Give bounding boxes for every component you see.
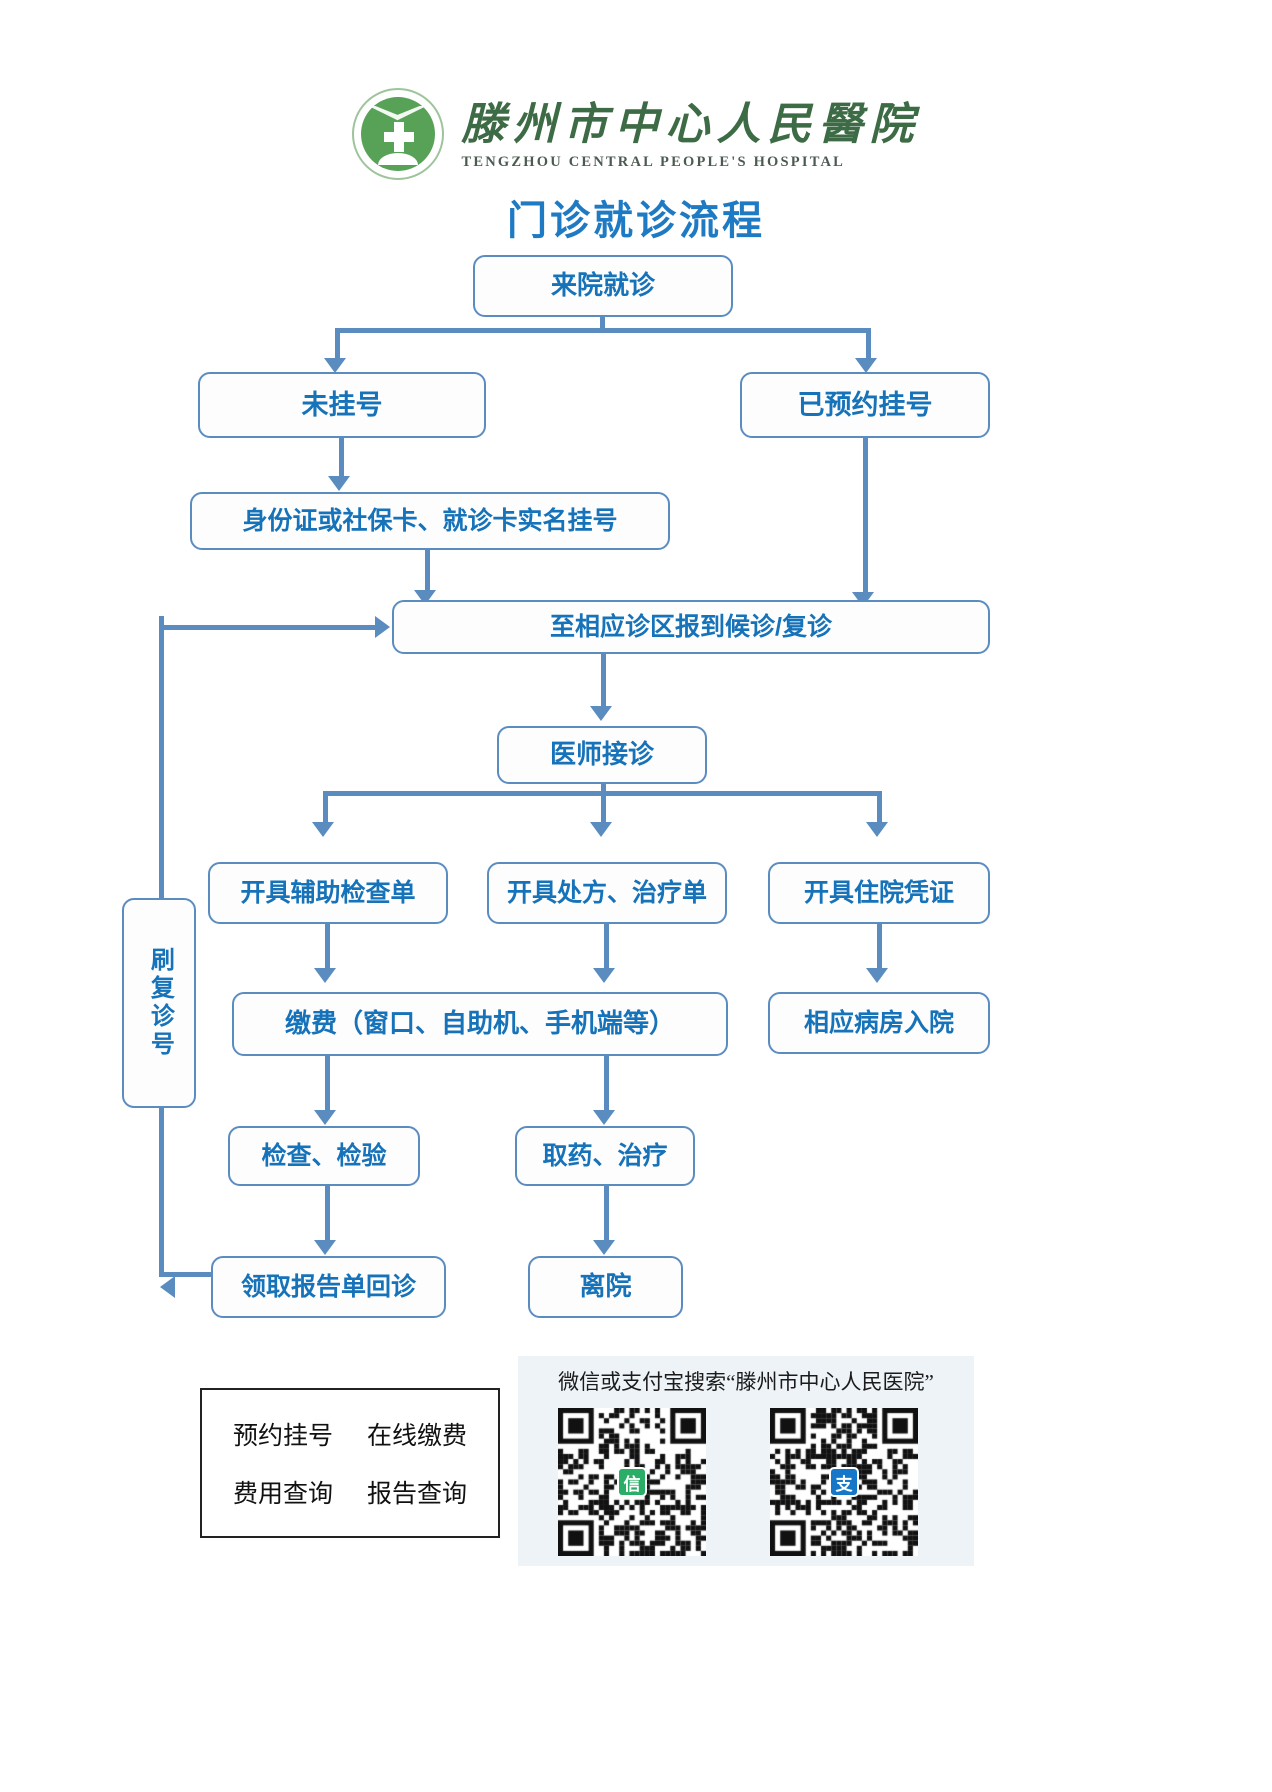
connector-to-prescription: [601, 791, 606, 825]
node-medicine[interactable]: 取药、治疗: [515, 1126, 695, 1186]
node-report-clinic[interactable]: 至相应诊区报到候诊/复诊: [392, 600, 990, 654]
wechat-icon: 信: [617, 1467, 647, 1497]
arrow-exam-to-report: [314, 1240, 336, 1255]
qr-caption: 微信或支付宝搜索“滕州市中心人民医院”: [558, 1370, 934, 1394]
arrow-to-not-registered: [324, 358, 346, 373]
arrow-medicine-to-leave: [593, 1240, 615, 1255]
arrow-admission-down: [866, 968, 888, 983]
alipay-icon: 支: [829, 1467, 859, 1497]
hospital-name-cn: 滕州市中心人民醫院: [461, 100, 921, 149]
node-doctor-consult[interactable]: 医师接诊: [497, 726, 707, 784]
arrow-to-prescription: [590, 822, 612, 837]
service-row-2: 费用查询 报告查询: [233, 1474, 467, 1510]
connector-to-reserved: [866, 328, 871, 360]
arrow-payment-to-exam: [314, 1110, 336, 1125]
node-reserved[interactable]: 已预约挂号: [740, 372, 990, 438]
node-collect-report[interactable]: 领取报告单回诊: [211, 1256, 446, 1318]
connector-exam-down: [325, 924, 330, 972]
connector-reserved-down: [863, 438, 868, 596]
arrow-to-reserved: [855, 358, 877, 373]
connector-revisit-into-report: [163, 625, 378, 630]
service-report-query: 报告查询: [367, 1481, 468, 1508]
arrow-revisit-into-report: [375, 616, 390, 638]
node-examination[interactable]: 检查、检验: [228, 1126, 420, 1186]
connector-notreg-down: [339, 438, 344, 480]
arrow-to-exam: [312, 822, 334, 837]
node-prescription-order[interactable]: 开具处方、治疗单: [487, 862, 727, 924]
arrow-notreg-down: [328, 476, 350, 491]
page-title: 门诊就诊流程: [507, 199, 765, 243]
alipay-qr-code[interactable]: 支: [770, 1408, 918, 1556]
connector-to-not-registered: [335, 328, 340, 360]
connector-start-bus: [337, 328, 870, 333]
connector-consult-down: [601, 784, 606, 796]
node-leave[interactable]: 离院: [528, 1256, 683, 1318]
connector-revisit-bottom: [159, 1272, 224, 1277]
arrow-to-admission: [866, 822, 888, 837]
arrow-prescription-down: [593, 968, 615, 983]
service-online-payment: 在线缴费: [367, 1423, 468, 1450]
connector-to-admission: [877, 791, 882, 825]
hospital-name-block: 滕州市中心人民醫院 TENGZHOU CENTRAL PEOPLE'S HOSP…: [462, 97, 921, 171]
node-admission-order[interactable]: 开具住院凭证: [768, 862, 990, 924]
connector-to-exam: [323, 791, 328, 825]
node-not-registered[interactable]: 未挂号: [198, 372, 486, 438]
arrow-payment-to-medicine: [593, 1110, 615, 1125]
node-exam-order[interactable]: 开具辅助检查单: [208, 862, 448, 924]
wechat-qr-code[interactable]: 信: [558, 1408, 706, 1556]
service-appointment: 预约挂号: [232, 1423, 333, 1450]
connector-start-down: [600, 317, 605, 333]
service-info-box: 预约挂号 在线缴费 费用查询 报告查询: [200, 1388, 500, 1538]
connector-realname-down: [425, 550, 430, 594]
hospital-name-en: TENGZHOU CENTRAL PEOPLE'S HOSPITAL: [461, 154, 846, 170]
hospital-logo-icon: [351, 88, 444, 180]
arrow-exam-down: [314, 968, 336, 983]
connector-payment-to-medicine: [604, 1056, 609, 1114]
node-start[interactable]: 来院就诊: [473, 255, 733, 317]
node-ward-admit[interactable]: 相应病房入院: [768, 992, 990, 1054]
node-payment[interactable]: 缴费（窗口、自助机、手机端等）: [232, 992, 728, 1056]
qr-panel: 微信或支付宝搜索“滕州市中心人民医院” 信 支: [518, 1356, 974, 1566]
hospital-header: 滕州市中心人民醫院 TENGZHOU CENTRAL PEOPLE'S HOSP…: [0, 88, 1272, 180]
connector-report-down: [601, 654, 606, 710]
connector-prescription-down: [604, 924, 609, 972]
connector-exam-to-report: [325, 1186, 330, 1244]
arrow-report-down: [590, 706, 612, 721]
node-revisit-number[interactable]: 刷复诊号: [122, 898, 196, 1108]
arrow-report-to-revisit: [160, 1276, 175, 1298]
service-fee-query: 费用查询: [232, 1481, 333, 1508]
connector-medicine-to-leave: [604, 1186, 609, 1244]
service-row-1: 预约挂号 在线缴费: [233, 1416, 467, 1452]
connector-admission-down: [877, 924, 882, 972]
node-realname-register[interactable]: 身份证或社保卡、就诊卡实名挂号: [190, 492, 670, 550]
connector-payment-to-exam: [325, 1056, 330, 1114]
